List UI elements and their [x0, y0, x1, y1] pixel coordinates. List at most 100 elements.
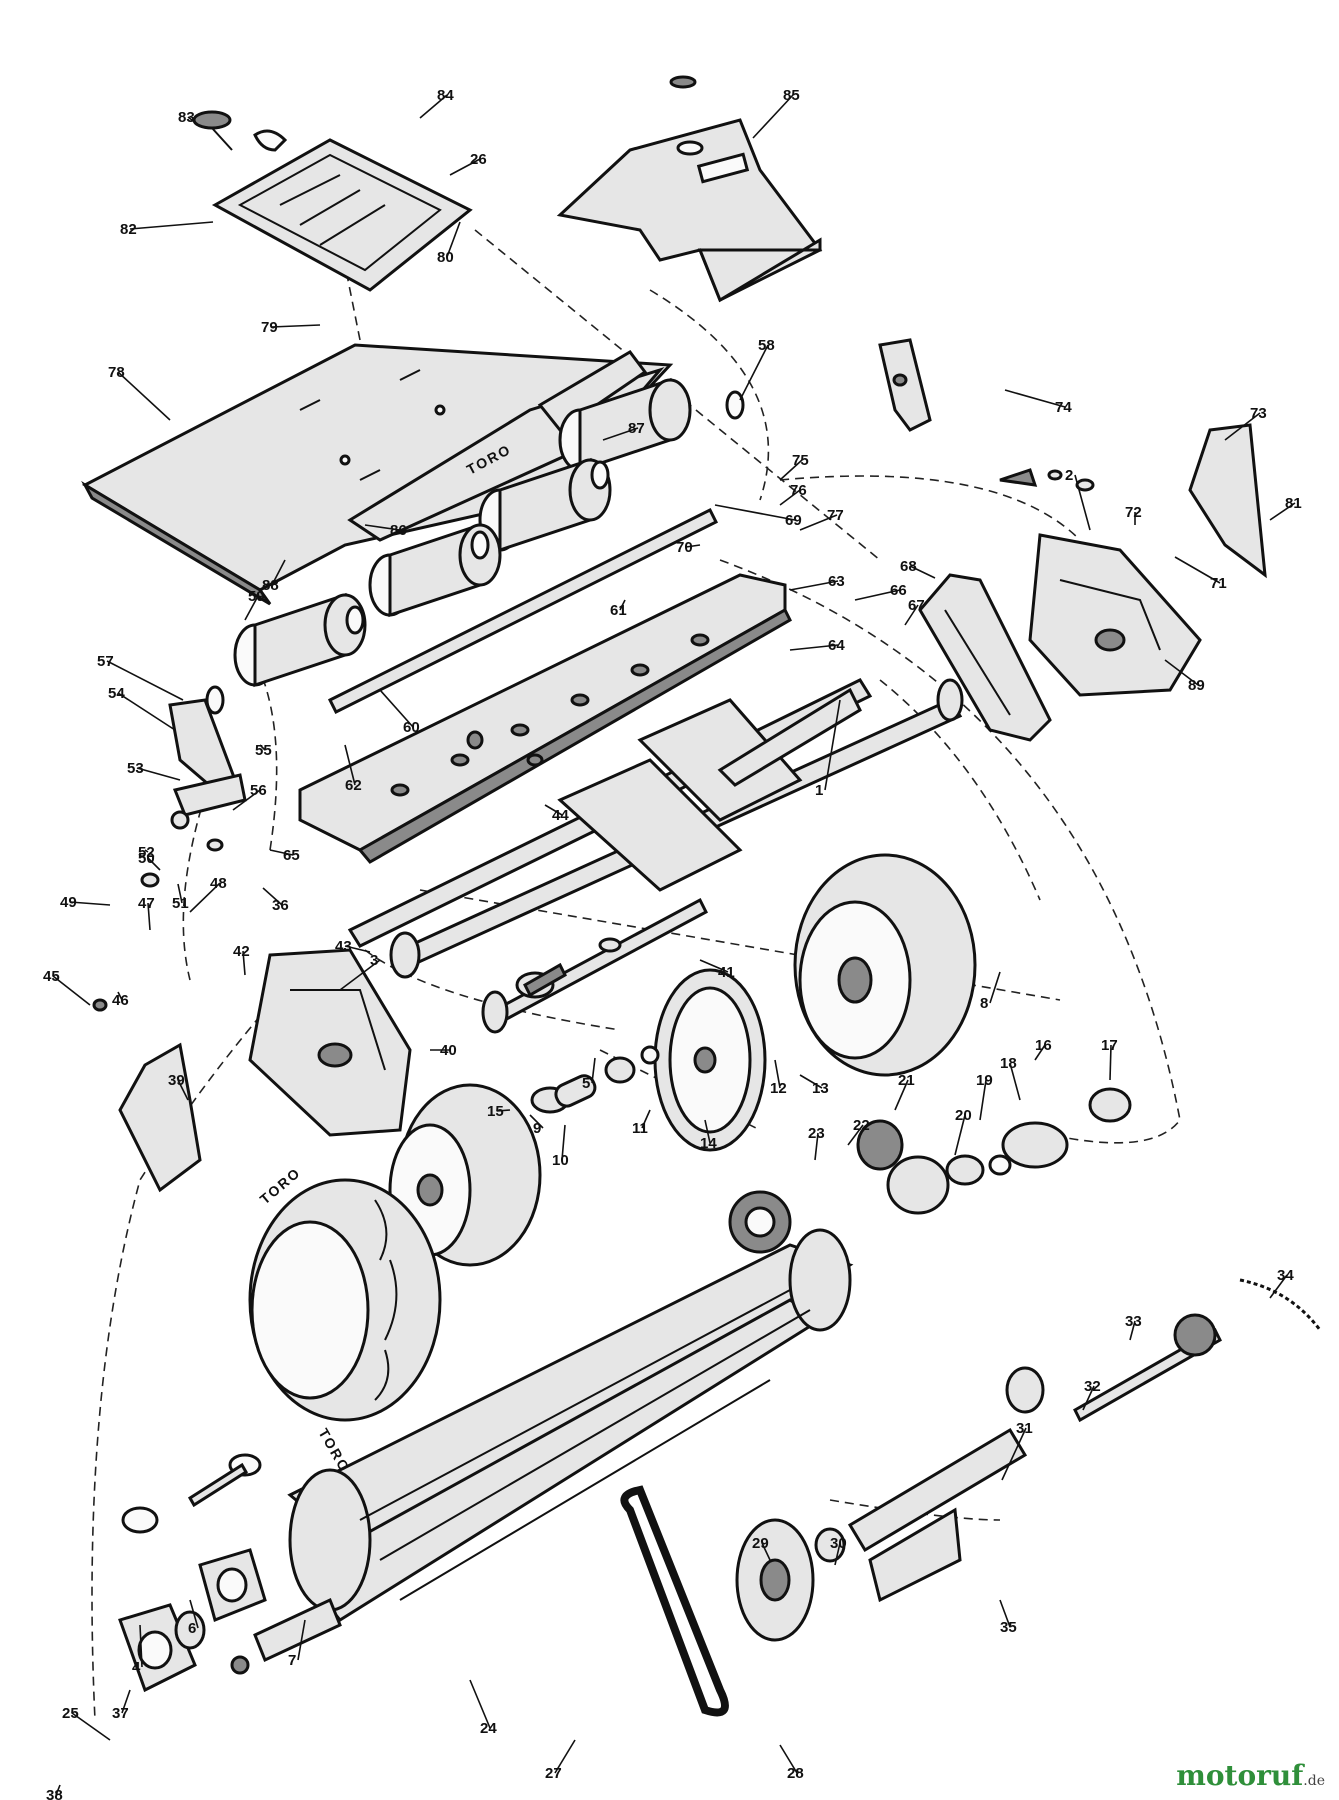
part-number-callout: 60 — [403, 719, 420, 736]
seat-bracket — [211, 129, 473, 292]
knob-screw — [192, 110, 233, 151]
leader-line — [1082, 1385, 1095, 1411]
leader-line — [139, 1624, 143, 1668]
part-number-callout: 5 — [582, 1075, 590, 1092]
leader-line — [1009, 1062, 1021, 1101]
watermark-suffix: .de — [1303, 1773, 1325, 1789]
part-number-callout: 11 — [632, 1120, 648, 1137]
frame-assembly — [347, 678, 964, 1034]
part-number-callout: 6 — [188, 1620, 196, 1637]
part-number-callout: 53 — [127, 760, 144, 777]
leader-line — [904, 604, 919, 626]
leader-line — [774, 1059, 781, 1089]
leader-line — [1164, 659, 1199, 686]
leader-line — [117, 692, 176, 731]
leader-line — [1129, 1320, 1136, 1341]
leader-line — [129, 221, 214, 230]
wheel-drum — [388, 1083, 542, 1267]
part-number-callout: 56 — [250, 782, 267, 799]
part-number-callout: 10 — [552, 1152, 569, 1169]
part-number-callout: 85 — [783, 87, 800, 104]
part-number-callout: 23 — [808, 1125, 825, 1142]
part-number-callout: 79 — [261, 319, 278, 336]
wheel-tire-left — [248, 1178, 442, 1422]
part-number-callout: 77 — [827, 507, 844, 524]
leader-line — [1109, 1044, 1112, 1081]
part-number-callout: 19 — [976, 1072, 993, 1089]
leader-line — [147, 902, 151, 931]
leader-line — [752, 94, 794, 139]
part-number-callout: 86 — [390, 522, 407, 539]
leader-line — [989, 971, 1001, 1004]
part-number-callout: 43 — [335, 938, 352, 955]
part-number-callout: 61 — [610, 602, 627, 619]
part-number-callout: 31 — [1016, 1420, 1033, 1437]
leader-line — [269, 849, 294, 856]
part-number-callout: 46 — [112, 992, 129, 1009]
part-number-callout: 75 — [792, 452, 809, 469]
part-number-callout: 29 — [752, 1535, 769, 1552]
leader-line — [544, 804, 563, 816]
part-number-callout: 67 — [908, 597, 925, 614]
leader-line — [699, 959, 729, 973]
part-number-callout: 42 — [233, 943, 250, 960]
leader-line — [999, 1599, 1011, 1628]
leader-line — [685, 544, 701, 548]
leader-line — [834, 1542, 841, 1566]
leader-line — [739, 344, 769, 401]
toro-brand-mark: TORO — [315, 1426, 353, 1476]
roller — [558, 377, 692, 473]
leader-line — [244, 595, 259, 621]
fasteners — [92, 468, 1095, 1675]
leader-line — [641, 1109, 651, 1129]
part-number-callout: 84 — [437, 87, 454, 104]
reel-bearings — [118, 1548, 267, 1693]
part-number-callout: 52 — [138, 844, 155, 861]
part-number-callout: 74 — [1055, 399, 1072, 416]
part-number-callout: 18 — [1000, 1055, 1017, 1072]
part-number-callout: 58 — [758, 337, 775, 354]
leader-line — [55, 1784, 61, 1796]
leader-line — [714, 504, 796, 521]
leader-line — [779, 1744, 798, 1774]
leader-line — [117, 991, 123, 1001]
top-shield — [556, 118, 823, 303]
leader-line — [799, 1074, 823, 1089]
part-number-callout: 82 — [120, 221, 137, 238]
leader-line — [71, 1712, 111, 1741]
leader-line — [909, 565, 936, 579]
leader-line — [814, 1132, 819, 1161]
part-number-callout: 83 — [178, 109, 195, 126]
leader-line — [121, 1689, 131, 1714]
leader-line — [789, 644, 839, 651]
wheel-hub-plate — [653, 968, 767, 1152]
part-number-callout: 66 — [890, 582, 907, 599]
leader-line — [1034, 1044, 1046, 1061]
part-number-callout: 51 — [172, 895, 189, 912]
part-number-callout: 55 — [255, 742, 272, 759]
part-number-callout: 13 — [812, 1080, 829, 1097]
part-number-callout: 87 — [628, 420, 645, 437]
part-number-callout: 1 — [815, 782, 823, 799]
part-number-callout: 63 — [828, 573, 845, 590]
callout-leader-lines — [52, 94, 1296, 1796]
leader-line — [1224, 412, 1261, 441]
side-plate-right — [1028, 533, 1202, 697]
deflector-right — [1188, 423, 1267, 579]
leader-line — [1004, 389, 1066, 408]
leader-line — [344, 744, 356, 786]
part-number-callout: 36 — [272, 897, 289, 914]
leader-line — [561, 1124, 566, 1161]
height-bracket-right — [878, 338, 932, 432]
part-number-callout: 44 — [552, 807, 569, 824]
leader-line — [339, 959, 381, 991]
leader-line — [144, 849, 149, 853]
roller-shaft — [327, 507, 719, 715]
leader-line — [136, 767, 181, 781]
part-number-callout: 57 — [97, 653, 114, 670]
part-number-callout: 89 — [1188, 677, 1205, 694]
watermark-text: motoruf — [1176, 1759, 1304, 1792]
leader-line — [344, 945, 371, 953]
part-number-callout: 28 — [787, 1765, 804, 1782]
